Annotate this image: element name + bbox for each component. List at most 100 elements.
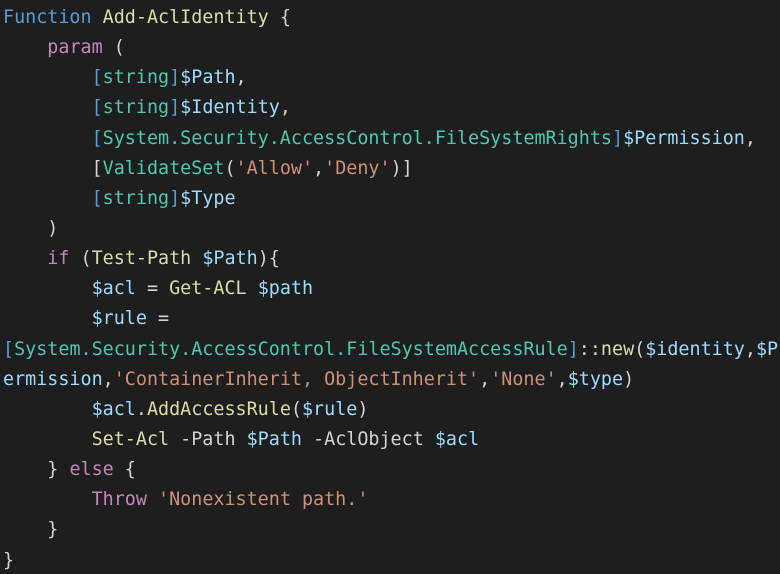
code-line: Throw 'Nonexistent path.' (0, 485, 780, 515)
code-token-text: , (556, 368, 568, 390)
code-token-text: ( (224, 157, 236, 179)
code-token-function-name: AddAccessRule (146, 398, 291, 420)
code-line: [System.Security.AccessControl.FileSyste… (0, 124, 780, 154)
code-token-variable: $Permission (623, 127, 745, 149)
code-token-text: [ (91, 157, 103, 179)
code-token-type: string (102, 67, 170, 89)
code-token-type-bracket: ] (169, 67, 181, 89)
code-token-text: -AclObject (301, 428, 435, 450)
code-token-text: } (3, 459, 70, 481)
code-line: [ValidateSet('Allow','Deny')] (0, 154, 780, 184)
code-token-variable: $Path (246, 428, 302, 450)
code-line: [string]$Identity, (0, 93, 780, 123)
code-token-text: = (146, 308, 170, 330)
code-token-text (3, 278, 92, 299)
code-token-text (3, 128, 92, 149)
code-token-type-bracket: ] (169, 187, 181, 209)
code-token-variable: $Path (180, 67, 236, 89)
code-token-text: , (102, 368, 114, 390)
code-token-text (147, 489, 158, 510)
code-line: if (Test-Path $Path){ (0, 244, 780, 274)
code-token-keyword: Function (3, 7, 92, 28)
code-token-variable: $acl (91, 278, 136, 300)
code-token-text: = (135, 278, 170, 300)
code-token-variable: ermission (3, 368, 103, 390)
code-token-text (191, 248, 202, 269)
code-token-variable: $acl (91, 398, 136, 420)
code-line: $rule = (0, 304, 780, 334)
code-line: [string]$Path, (0, 63, 780, 93)
code-token-text (3, 97, 92, 118)
code-token-string: 'Deny' (324, 157, 391, 179)
code-token-string: 'ContainerInherit, ObjectInherit' (113, 368, 480, 390)
code-token-variable: $Path (202, 248, 258, 270)
code-token-string: 'None' (490, 368, 557, 390)
code-token-type-bracket: ] (169, 97, 181, 119)
code-line: ermission,'ContainerInherit, ObjectInher… (0, 365, 780, 395)
code-token-text (3, 188, 92, 209)
code-token-text: , (744, 127, 756, 149)
code-token-text (3, 37, 47, 58)
code-token-control: Throw (91, 489, 147, 511)
code-token-variable: $acl (434, 428, 480, 450)
code-token-text (3, 399, 92, 420)
code-line: [System.Security.AccessControl.FileSyste… (0, 335, 780, 365)
code-token-function-name: Get-ACL (169, 278, 247, 300)
code-token-text: , (235, 67, 247, 89)
code-line: } else { (0, 455, 780, 485)
code-token-type-bracket: ] (611, 127, 624, 149)
code-line: ) (0, 214, 780, 244)
code-token-variable: $type (567, 368, 624, 390)
code-token-text (3, 308, 92, 329)
code-line: param ( (0, 33, 780, 63)
code-token-function-name: new (600, 338, 635, 360)
code-token-text (247, 278, 258, 299)
code-token-type-bracket: ] (567, 338, 579, 360)
code-line: [string]$Type (0, 184, 780, 214)
code-token-text (92, 7, 103, 28)
code-token-type: string (102, 187, 170, 209)
code-line: Set-Acl -Path $Path -AclObject $acl (0, 425, 780, 455)
code-token-control: param (47, 37, 103, 59)
code-token-variable: $Type (180, 187, 236, 209)
code-token-variable: $Identity (180, 97, 280, 119)
code-token-text: :: (578, 338, 601, 360)
code-token-text: ( (634, 338, 646, 360)
code-token-type: ValidateSet (102, 157, 225, 179)
code-token-type-bracket: [ (91, 187, 103, 209)
code-token-control: if (47, 248, 70, 270)
code-token-text: , (744, 338, 756, 360)
code-line: } (0, 546, 780, 574)
code-token-text: . (135, 398, 147, 420)
code-token-type: System.Security.AccessControl.FileSystem… (102, 127, 612, 149)
code-line: Function Add-AclIdentity { (0, 3, 780, 33)
code-token-text: ){ (257, 248, 280, 270)
code-token-type-bracket: [ (91, 97, 103, 119)
code-token-text: ( (69, 248, 92, 270)
code-token-function-name: Add-AclIdentity (102, 7, 269, 28)
code-line: } (0, 515, 780, 545)
code-token-control: else (69, 459, 114, 481)
code-token-type-bracket: [ (91, 127, 103, 149)
code-token-type-bracket: [ (91, 67, 103, 89)
code-token-variable: $P (755, 338, 779, 360)
code-token-text: ) (3, 217, 59, 239)
code-line: $acl.AddAccessRule($rule) (0, 395, 780, 425)
code-token-text: ( (290, 398, 302, 420)
code-token-function-name: Set-Acl (91, 428, 170, 450)
code-token-variable: $path (257, 278, 314, 300)
code-token-variable: $rule (301, 398, 358, 420)
code-token-text (3, 67, 92, 88)
code-token-text: } (3, 549, 15, 571)
code-token-text: ( (102, 37, 125, 59)
code-token-text: , (479, 368, 491, 390)
code-token-text: } (3, 519, 59, 541)
code-token-text: , (279, 97, 291, 119)
code-token-text: -Path (169, 428, 247, 450)
code-token-type-bracket: [ (3, 338, 15, 360)
code-token-text: ) (357, 398, 369, 420)
code-line: $acl = Get-ACL $path (0, 274, 780, 304)
code-token-text: ) (623, 368, 635, 390)
code-token-text (3, 158, 92, 179)
